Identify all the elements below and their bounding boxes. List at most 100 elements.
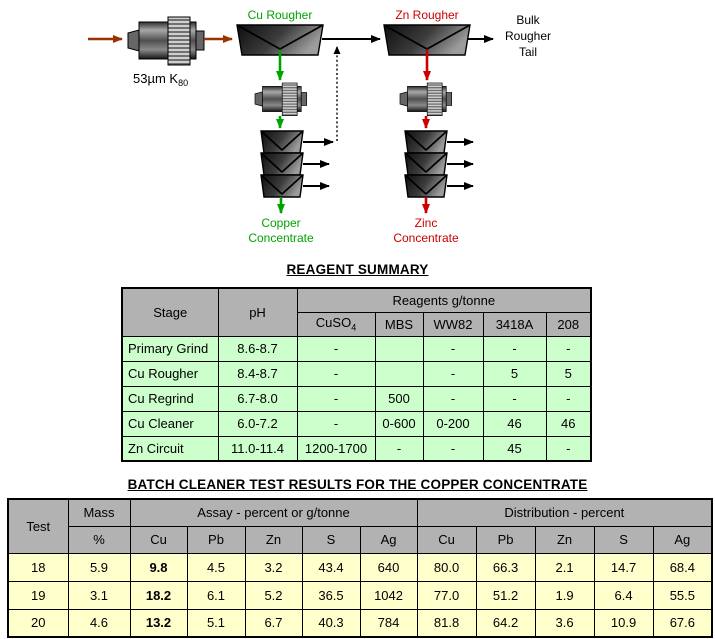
- cell: 6.4: [593, 580, 654, 610]
- col-header-dist-pb: Pb: [475, 525, 536, 554]
- zn-rougher-label: Zn Rougher: [395, 8, 458, 22]
- cell: 9.8: [129, 552, 188, 582]
- svg-text:Tail: Tail: [519, 45, 537, 59]
- cell-ph: 6.7-8.0: [217, 385, 298, 412]
- cell: 68.4: [652, 552, 713, 582]
- cell: -: [296, 410, 376, 437]
- svg-text:Zinc: Zinc: [415, 216, 438, 230]
- svg-text:Copper: Copper: [261, 216, 300, 230]
- table-row: Zn Circuit 11.0-11.4 1200-1700 - - 45 -: [121, 435, 592, 462]
- col-group-reagents: Reagents g/tonne: [296, 287, 592, 313]
- cell: 64.2: [475, 608, 536, 638]
- cell: 81.8: [416, 608, 477, 638]
- cell: 784: [359, 608, 418, 638]
- zn-rougher-cell: [383, 24, 471, 56]
- zn-cleaner-cells: [404, 130, 448, 198]
- col-header-mbs: MBS: [374, 311, 424, 337]
- cell-test: 18: [7, 552, 69, 582]
- reagent-summary-table: Stage pH Reagents g/tonne CuSO4 MBS WW82…: [121, 287, 593, 462]
- cell: 43.4: [301, 552, 361, 582]
- cell-stage: Cu Regrind: [121, 385, 219, 412]
- cell: 0-600: [374, 410, 424, 437]
- table-row: 19 3.1 18.2 6.1 5.2 36.5 1042 77.0 51.2 …: [7, 580, 713, 610]
- cell: 6.7: [244, 608, 303, 638]
- cell: 4.5: [186, 552, 246, 582]
- cell: 14.7: [593, 552, 654, 582]
- cell: 1042: [359, 580, 418, 610]
- col-header-test: Test: [7, 498, 69, 554]
- col-header-dist-ag: Ag: [652, 525, 713, 554]
- cell-ph: 6.0-7.2: [217, 410, 298, 437]
- cell: 46: [482, 410, 547, 437]
- col-header-3418a: 3418A: [482, 311, 547, 337]
- cell: -: [296, 335, 376, 362]
- cell: 77.0: [416, 580, 477, 610]
- cell: 55.5: [652, 580, 713, 610]
- table-row: Cu Regrind 6.7-8.0 - 500 - - -: [121, 385, 592, 412]
- cell: 3.6: [534, 608, 595, 638]
- cell: 0-200: [422, 410, 484, 437]
- cell: -: [422, 360, 484, 387]
- col-header-stage: Stage: [121, 287, 219, 337]
- cell: -: [482, 335, 547, 362]
- col-header-assay-zn: Zn: [244, 525, 303, 554]
- cell: 5: [482, 360, 547, 387]
- cell: 5: [545, 360, 592, 387]
- cell-mass: 3.1: [67, 580, 131, 610]
- bulk-rougher-tail-label: Bulk Rougher Tail: [505, 13, 551, 59]
- cell: 67.6: [652, 608, 713, 638]
- table-row: 18 5.9 9.8 4.5 3.2 43.4 640 80.0 66.3 2.…: [7, 552, 713, 582]
- cell: -: [545, 385, 592, 412]
- cell: -: [296, 360, 376, 387]
- cell-stage: Cu Cleaner: [121, 410, 219, 437]
- copper-branch: [254, 50, 334, 214]
- cell: 45: [482, 435, 547, 462]
- cell-mass: 5.9: [67, 552, 131, 582]
- cell: 6.1: [186, 580, 246, 610]
- cell-test: 19: [7, 580, 69, 610]
- col-group-assay: Assay - percent or g/tonne: [129, 498, 418, 527]
- cell: 18.2: [129, 580, 188, 610]
- cell-stage: Primary Grind: [121, 335, 219, 362]
- cell: 10.9: [593, 608, 654, 638]
- cell: 1200-1700: [296, 435, 376, 462]
- batch-cleaner-results-title: BATCH CLEANER TEST RESULTS FOR THE COPPE…: [127, 477, 588, 492]
- cell: -: [545, 335, 592, 362]
- cell: -: [482, 385, 547, 412]
- cu-rougher-cell: [236, 24, 324, 56]
- col-group-distribution: Distribution - percent: [416, 498, 713, 527]
- cell: 51.2: [475, 580, 536, 610]
- col-header-assay-cu: Cu: [129, 525, 188, 554]
- cell: -: [422, 335, 484, 362]
- cell: 640: [359, 552, 418, 582]
- cell: 46: [545, 410, 592, 437]
- cu-cleaner-cells: [260, 130, 304, 198]
- cell: 3.2: [244, 552, 303, 582]
- cu-regrind-mill-icon: [254, 82, 308, 116]
- svg-text:Bulk: Bulk: [516, 13, 540, 27]
- cell: -: [374, 435, 424, 462]
- flowsheet-diagram: Cu Rougher Zn Rougher 53µm K80 Bulk Roug…: [88, 8, 551, 245]
- col-header-208: 208: [545, 311, 592, 337]
- cu-rougher-label: Cu Rougher: [248, 8, 313, 22]
- batch-cleaner-results-table: Test Mass Assay - percent or g/tonne Dis…: [7, 498, 714, 638]
- cell: 40.3: [301, 608, 361, 638]
- cell: -: [422, 435, 484, 462]
- cell-mass: 4.6: [67, 608, 131, 638]
- cell-stage: Zn Circuit: [121, 435, 219, 462]
- col-header-dist-zn: Zn: [534, 525, 595, 554]
- col-header-ww82: WW82: [422, 311, 484, 337]
- zinc-branch: [399, 50, 474, 214]
- col-header-dist-cu: Cu: [416, 525, 477, 554]
- cell: -: [296, 385, 376, 412]
- table-row: 20 4.6 13.2 5.1 6.7 40.3 784 81.8 64.2 3…: [7, 608, 713, 638]
- cell: 36.5: [301, 580, 361, 610]
- cell-ph: 8.6-8.7: [217, 335, 298, 362]
- zn-regrind-mill-icon: [399, 82, 453, 116]
- zinc-concentrate-label: Zinc Concentrate: [393, 216, 459, 245]
- cell: 66.3: [475, 552, 536, 582]
- col-header-dist-s: S: [593, 525, 654, 554]
- col-header-assay-s: S: [301, 525, 361, 554]
- reagent-summary-title: REAGENT SUMMARY: [286, 262, 429, 277]
